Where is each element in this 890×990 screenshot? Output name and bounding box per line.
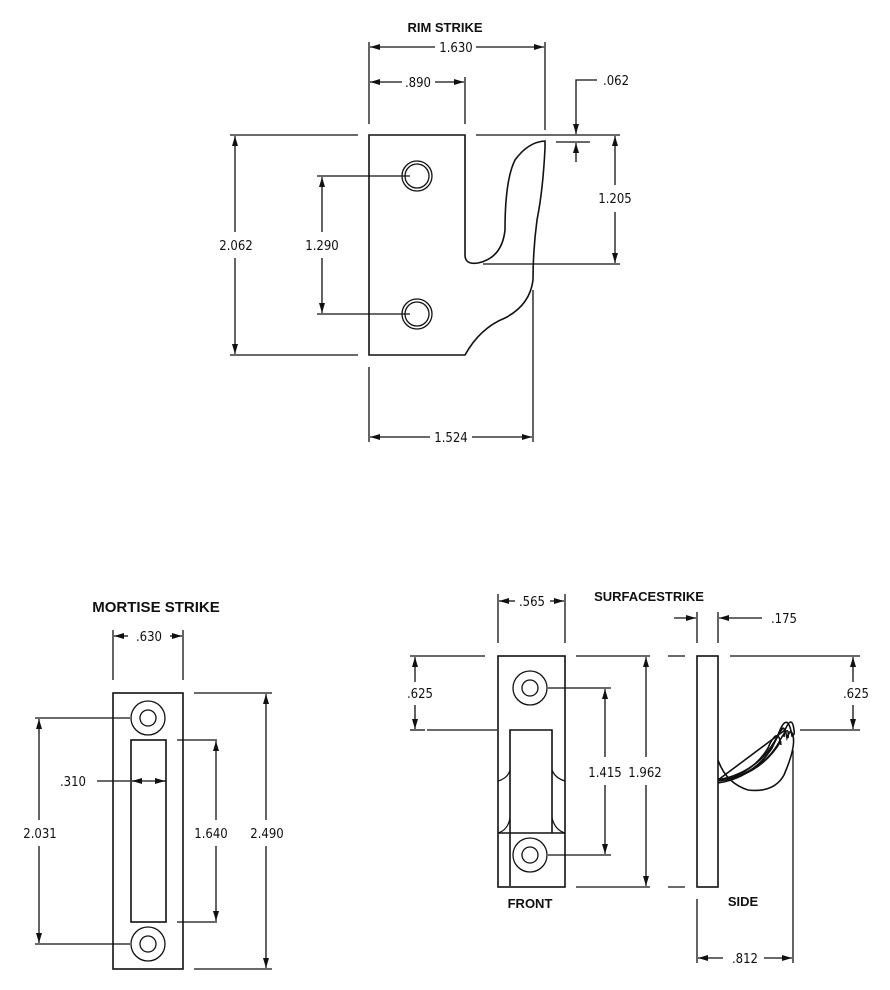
mortise-strike-title: MORTISE STRIKE [92,599,220,616]
mortise-strike-plate [112,692,184,970]
dim-rim-overall-width: 1.630 [439,41,472,56]
dim-surface-width: .565 [519,595,545,610]
mortise-strike: MORTISE STRIKE .630 .310 2.031 1.640 [23,599,284,970]
surface-strike-hole-top [512,670,548,706]
dim-mortise-height: 2.490 [250,827,283,842]
dim-surface-depth: .812 [732,952,758,967]
surface-strike-title: SURFACESTRIKE [594,589,704,604]
rim-strike-title: RIM STRIKE [407,20,482,35]
dim-rim-lip-offset: .062 [603,74,629,89]
dim-mortise-hole-spacing: 2.031 [23,827,56,842]
dim-rim-hole-offset: .890 [405,76,431,91]
surface-strike-front-pocket [509,729,553,886]
rim-strike-outline [368,134,546,356]
rim-strike: RIM STRIKE 1.630 .890 .062 2.062 [219,20,631,446]
surface-strike-side-plate [696,655,719,888]
dim-mortise-slot-length: 1.640 [194,827,227,842]
surface-strike-front-label: FRONT [508,896,553,911]
surface-strike: SURFACESTRIKE FRONT .565 .625 [407,589,869,967]
mortise-strike-hole-top [130,700,166,736]
surface-strike-side-hook [717,721,796,781]
mortise-strike-hole-bottom [130,926,166,962]
dim-rim-hook-height: 1.205 [598,192,631,207]
dim-rim-height: 2.062 [219,239,252,254]
surface-strike-hole-bottom [512,837,548,873]
dim-surface-hook-top: .625 [843,687,869,702]
dim-mortise-slot-width: .310 [60,775,86,790]
dim-rim-base-width: 1.524 [434,431,467,446]
dim-rim-hole-spacing: 1.290 [305,239,338,254]
dim-surface-thickness: .175 [771,612,797,627]
dim-surface-height: 1.962 [628,766,661,781]
dim-surface-top-to-slot: .625 [407,687,433,702]
mortise-strike-slot [130,739,167,923]
surface-strike-side-label: SIDE [728,894,759,909]
dim-surface-hole-spacing: 1.415 [588,766,621,781]
dim-mortise-width: .630 [136,630,162,645]
surface-strike-front-plate [497,655,566,888]
